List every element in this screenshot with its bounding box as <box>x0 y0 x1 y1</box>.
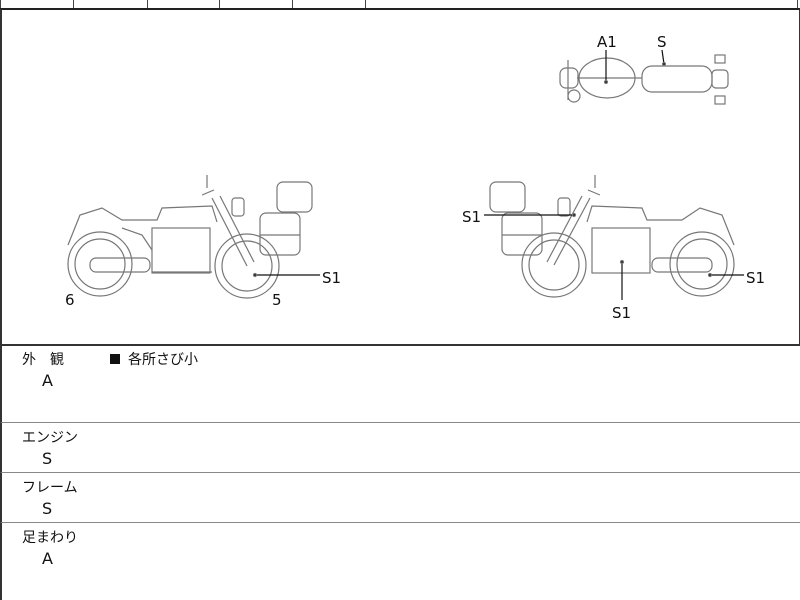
section-grade: S <box>42 449 53 468</box>
section-title: エンジン <box>22 430 78 446</box>
section-title: フレーム <box>22 480 78 496</box>
motorcycle-top-view <box>559 54 729 105</box>
section-grade: A <box>42 371 53 390</box>
left-label-s1: S1 <box>322 269 341 287</box>
motorcycle-right-view <box>489 175 735 298</box>
left-label-6: 6 <box>65 291 75 309</box>
divider <box>292 0 293 8</box>
section-exterior: 外 観 各所さび小 A <box>0 345 800 423</box>
section-title: 外 観 <box>22 352 64 368</box>
divider <box>365 0 366 8</box>
section-grade: S <box>42 499 53 518</box>
top-label-a1: A1 <box>597 33 617 51</box>
divider <box>219 0 220 8</box>
right-label-s1-engine: S1 <box>612 304 631 322</box>
motorcycle-left-view <box>67 175 313 299</box>
section-engine: エンジン S <box>0 423 800 473</box>
top-label-s: S <box>657 33 667 51</box>
right-label-s1-rear: S1 <box>746 269 765 287</box>
section-frame: フレーム S <box>0 473 800 523</box>
note-text: 各所さび小 <box>128 352 198 368</box>
damage-diagram: A1 S S1 6 5 S1 S1 S1 <box>0 9 800 346</box>
square-bullet-icon <box>110 354 120 364</box>
section-grade: A <box>42 549 53 568</box>
divider <box>797 0 798 8</box>
left-label-5: 5 <box>272 291 282 309</box>
right-label-s1-front: S1 <box>462 208 481 226</box>
header-table-row <box>0 0 800 10</box>
divider <box>0 0 1 8</box>
section-title: 足まわり <box>22 530 78 546</box>
divider <box>73 0 74 8</box>
divider <box>147 0 148 8</box>
section-note: 各所さび小 <box>110 349 198 369</box>
section-suspension: 足まわり A <box>0 523 800 600</box>
